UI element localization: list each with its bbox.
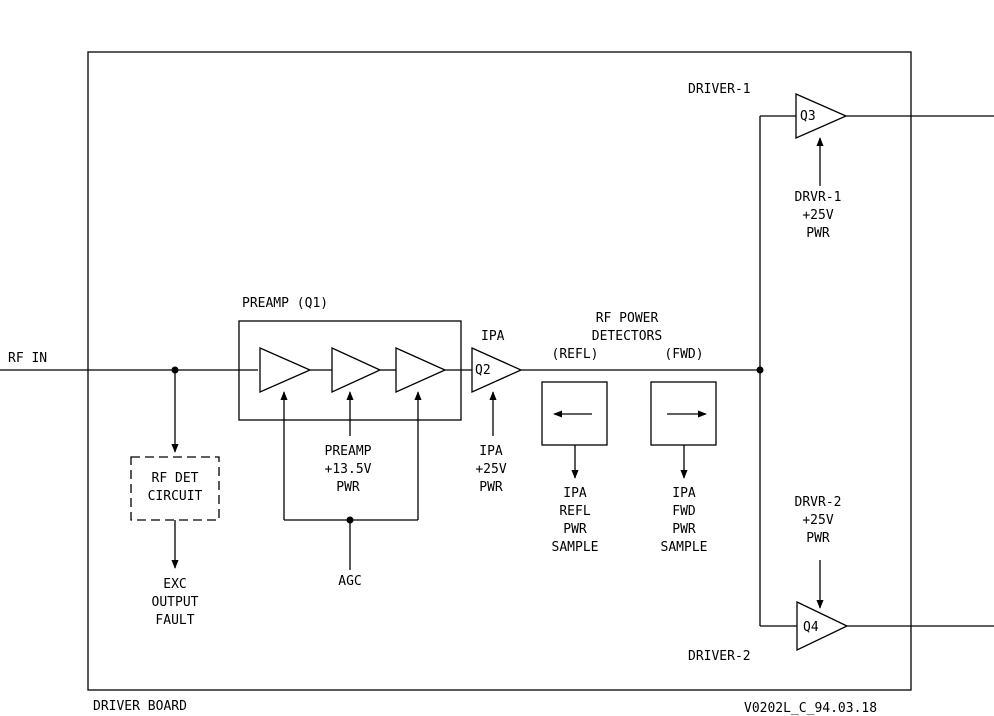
rf-power-label: RF POWER <box>596 311 659 326</box>
drvr2-pwr-line-3: PWR <box>806 531 830 546</box>
exc-fault-line-3: FAULT <box>155 613 194 628</box>
drvr2-pwr-line-2: +25V <box>802 513 833 528</box>
fwd-sample-line-2: FWD <box>672 504 696 519</box>
rf-det-line-1: RF DET <box>152 471 199 486</box>
q3-label: Q3 <box>800 109 816 124</box>
preamp-pwr-line-1: PREAMP <box>325 444 372 459</box>
refl-sample-line-1: IPA <box>563 486 587 501</box>
drvr1-pwr-line-3: PWR <box>806 226 830 241</box>
ipa-pwr-line-1: IPA <box>479 444 503 459</box>
fwd-sample-line-1: IPA <box>672 486 696 501</box>
detectors-label: DETECTORS <box>592 329 662 344</box>
driver-board-label: DRIVER BOARD <box>93 699 187 714</box>
fwd-sample-line-4: SAMPLE <box>661 540 708 555</box>
preamp-stage-2-amplifier <box>332 348 380 392</box>
exc-fault-line-2: OUTPUT <box>152 595 199 610</box>
refl-sample-line-2: REFL <box>559 504 590 519</box>
rf-in-label: RF IN <box>8 351 47 366</box>
refl-label: (REFL) <box>552 347 599 362</box>
preamp-stage-1-amplifier <box>260 348 310 392</box>
refl-sample-line-4: SAMPLE <box>552 540 599 555</box>
drvr1-pwr-line-1: DRVR-1 <box>795 190 842 205</box>
rf-det-line-2: CIRCUIT <box>148 489 203 504</box>
drvr1-pwr-line-2: +25V <box>802 208 833 223</box>
q4-label: Q4 <box>803 620 819 635</box>
driver-bus-junction-dot <box>757 367 764 374</box>
driver1-label: DRIVER-1 <box>688 82 751 97</box>
ipa-pwr-line-2: +25V <box>475 462 506 477</box>
agc-label: AGC <box>338 574 361 589</box>
preamp-pwr-line-3: PWR <box>336 480 360 495</box>
preamp-title: PREAMP (Q1) <box>242 296 328 311</box>
drawing-id-label: V0202L_C_94.03.18 <box>744 701 877 716</box>
fwd-label: (FWD) <box>664 347 703 362</box>
driver2-label: DRIVER-2 <box>688 649 751 664</box>
ipa-title: IPA <box>481 329 505 344</box>
preamp-stage-3-amplifier <box>396 348 445 392</box>
q2-label: Q2 <box>475 363 491 378</box>
drvr2-pwr-line-1: DRVR-2 <box>795 495 842 510</box>
ipa-pwr-line-3: PWR <box>479 480 503 495</box>
refl-sample-line-3: PWR <box>563 522 587 537</box>
preamp-pwr-line-2: +13.5V <box>325 462 372 477</box>
exc-fault-line-1: EXC <box>163 577 186 592</box>
fwd-sample-line-3: PWR <box>672 522 696 537</box>
